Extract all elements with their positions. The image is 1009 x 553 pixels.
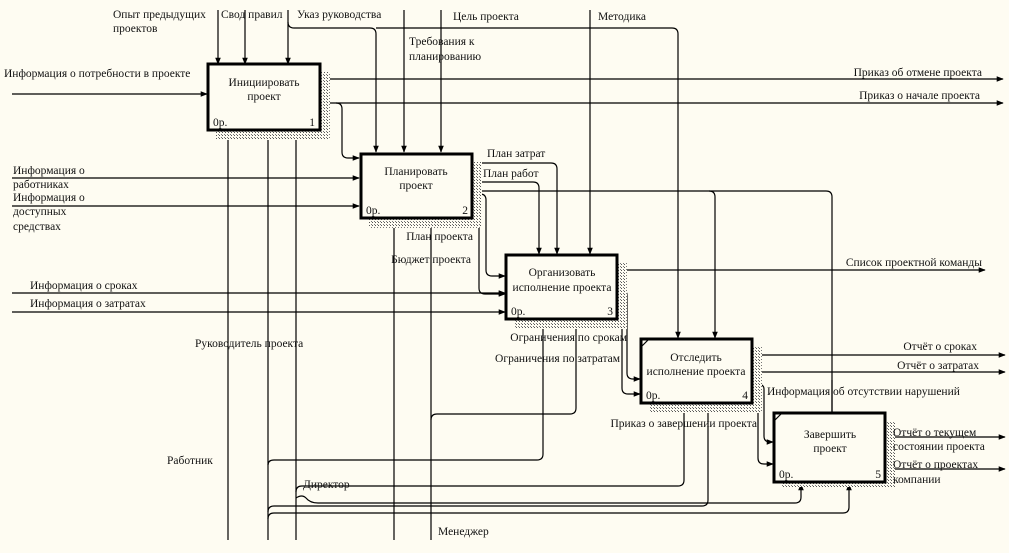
box-3-cost: 0р. (511, 306, 526, 318)
corner-mark (773, 412, 783, 422)
label-need-info: Информация о потребности в проекте (4, 68, 190, 80)
box-4-number: 4 (742, 390, 748, 402)
activity-box-4[interactable] (639, 337, 762, 413)
arrow-work-plan[interactable] (472, 181, 542, 255)
label-planning-requirements: Требования к (409, 36, 475, 48)
arrow-worker-3[interactable] (267, 319, 546, 466)
box-5-label: проект (813, 443, 846, 455)
label-work-plan: План работ (483, 168, 539, 180)
arrow-plan-to-4[interactable] (708, 190, 718, 339)
box-1-label: Инициировать (229, 77, 300, 89)
arrow-manager-3[interactable] (430, 319, 579, 421)
box-4-label: исполнение проекта (647, 366, 746, 378)
box-2-label: Планировать (384, 166, 447, 178)
label-no-violations: Информация об отсутствии нарушений (767, 386, 960, 398)
arrow-manager-5[interactable] (267, 483, 852, 520)
box-4-text: Отследить исполнение проекта 0р. 4 (646, 352, 748, 402)
box-5-text: Завершить проект 0р. 5 (779, 429, 881, 481)
arrow-director-5[interactable] (295, 483, 804, 504)
box-4-label: Отследить (670, 352, 722, 364)
box-5-cost: 0р. (779, 469, 794, 481)
arrow-methodology-branch[interactable] (376, 27, 681, 339)
label-deadline-report: Отчёт о сроках (903, 341, 977, 353)
label-project-budget: Бюджет проекта (391, 254, 471, 266)
label-cost-plan: План затрат (487, 148, 545, 160)
box-3-label: исполнение проекта (513, 282, 612, 294)
label-status-report: Отчёт о текущем (893, 427, 977, 439)
box-5-label: Завершить (804, 429, 856, 441)
box-1-text: Инициировать проект 0р. 1 (213, 77, 315, 129)
label-methodology: Методика (598, 11, 646, 23)
box-2-label: проект (399, 180, 432, 192)
label-project-goal: Цель проекта (453, 11, 519, 23)
arrow-labels: Опыт предыдущих проектов Свод правил Ука… (4, 9, 985, 538)
label-workers-info: Информация о (13, 165, 85, 177)
label-deadlines-info: Информация о сроках (30, 280, 138, 292)
activity-box-3[interactable] (504, 253, 627, 329)
label-company-projects-report: Отчёт о проектах (893, 459, 978, 471)
label-team-list: Список проектной команды (846, 257, 982, 269)
label-cancel-order: Приказ об отмене проекта (854, 67, 982, 79)
label-funds-info: Информация о (13, 192, 85, 204)
box-3-number: 3 (607, 306, 613, 318)
label-status-report: состоянии проекта (893, 441, 985, 453)
label-project-manager: Руководитель проекта (195, 338, 303, 350)
label-manager: Менеджер (438, 526, 489, 538)
label-past-experience: проектов (113, 23, 158, 35)
label-project-plan: План проекта (406, 231, 473, 243)
box-1-cost: 0р. (213, 117, 228, 129)
arrow-plan-to-3a[interactable] (479, 193, 506, 279)
label-management-instruction: Указ руководства (297, 9, 381, 21)
label-planning-requirements: планированию (409, 51, 481, 63)
label-funds-info: средствах (13, 221, 61, 233)
box-3-text: Организовать исполнение проекта 0р. 3 (511, 267, 613, 318)
box-4-cost: 0р. (646, 390, 661, 402)
label-cost-report: Отчёт о затратах (897, 360, 979, 372)
arrows (12, 10, 1006, 540)
label-worker: Работник (167, 455, 213, 467)
arrow-start-order-to-2[interactable] (335, 102, 360, 161)
corner-mark (640, 338, 650, 348)
label-director: Директор (303, 479, 350, 491)
box-1-label: проект (247, 91, 280, 103)
activity-box-1[interactable] (206, 62, 330, 140)
label-costs-info: Информация о затратах (30, 298, 146, 310)
arrow-project-plan-out[interactable] (472, 190, 833, 418)
box-2-cost: 0р. (366, 205, 381, 217)
label-workers-info: работниках (13, 179, 69, 191)
label-past-experience: Опыт предыдущих (113, 9, 206, 21)
label-rules: Свод правил (221, 9, 283, 21)
box-3-label: Организовать (529, 267, 596, 279)
box-1-number: 1 (309, 117, 315, 129)
label-completion-order: Приказ о завершении проекта (610, 418, 757, 430)
label-funds-info: доступных (13, 206, 67, 218)
arrow-manager-4[interactable] (267, 402, 711, 513)
label-time-limits: Ограничения по срокам (510, 332, 627, 344)
label-start-order: Приказ о начале проекта (859, 90, 980, 102)
activity-box-2[interactable] (359, 152, 482, 228)
activity-box-5[interactable] (772, 411, 895, 487)
arrow-cost-plan[interactable] (472, 162, 560, 255)
box-5-number: 5 (875, 469, 881, 481)
box-2-number: 2 (462, 205, 468, 217)
label-company-projects-report: компании (893, 474, 941, 486)
box-2-text: Планировать проект 0р. 2 (366, 166, 468, 217)
arrow-management-instruction-2[interactable] (287, 21, 379, 153)
label-cost-limits: Ограничения по затратам (495, 353, 621, 365)
arrow-worker-4[interactable] (295, 402, 687, 493)
